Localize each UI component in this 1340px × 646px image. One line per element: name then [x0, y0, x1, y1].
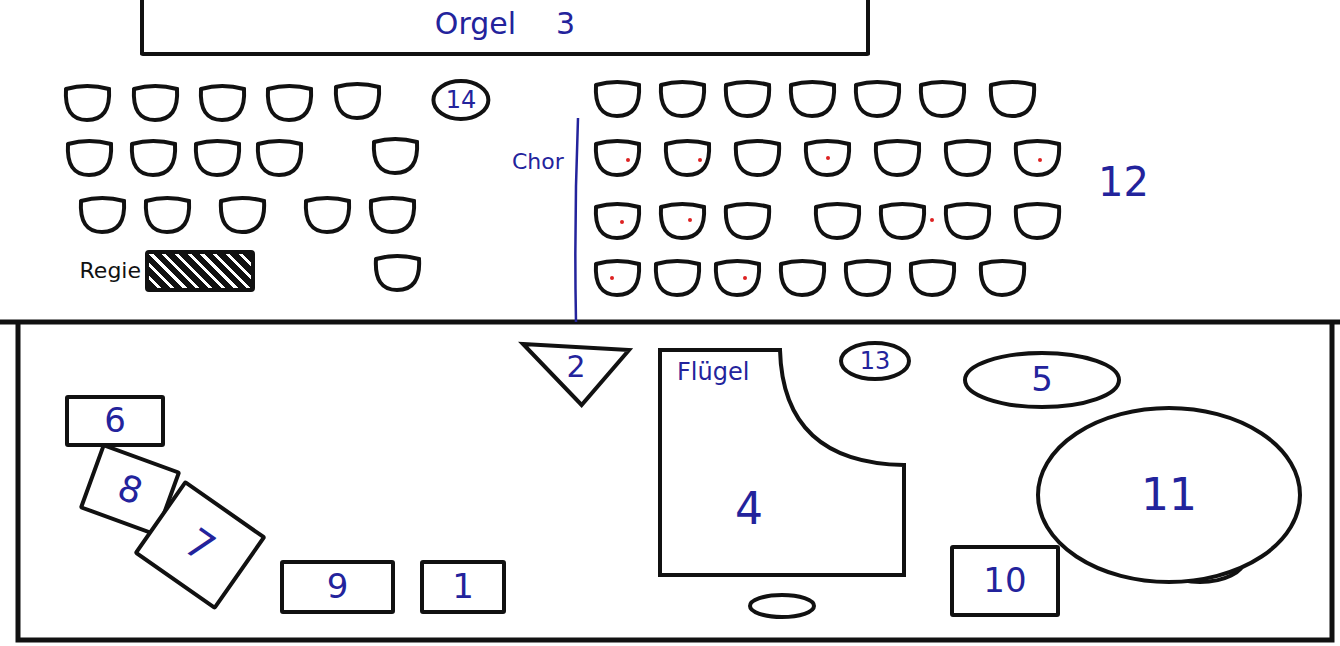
- callout-circle: 14: [430, 78, 492, 122]
- triangle-position: 2: [520, 340, 632, 408]
- callout-number: 5: [1031, 361, 1053, 398]
- callout-number: 2: [566, 350, 585, 383]
- callout-number: 8: [112, 467, 147, 512]
- position-box: 9: [280, 560, 395, 614]
- choir-label: Chor: [512, 150, 564, 174]
- callout-number: 1: [452, 568, 474, 605]
- callout-number: 3: [556, 7, 575, 40]
- position-box: 1: [420, 560, 506, 614]
- callout-number: 11: [1141, 471, 1197, 519]
- position-circle: 13: [838, 340, 912, 382]
- organ-box: Orgel 3: [140, 0, 870, 56]
- callout-number: 6: [104, 402, 126, 439]
- callout-number: Flügel: [677, 359, 749, 385]
- callout-number: 9: [327, 568, 349, 605]
- control-desk: Regie: [145, 250, 255, 292]
- position-circle: 11: [1035, 405, 1303, 585]
- callout-number: Orgel: [435, 7, 516, 40]
- callout-number: 4: [735, 485, 763, 533]
- chair-group: [596, 82, 1059, 295]
- callout-number: 12: [1098, 160, 1149, 204]
- callout-number: 13: [860, 348, 891, 374]
- position-box: 6: [65, 395, 165, 447]
- callout-number: 7: [177, 520, 223, 571]
- callout-number: Regie: [80, 259, 141, 283]
- position-box: 10: [950, 545, 1060, 617]
- callout-number: 10: [983, 562, 1026, 599]
- position-circle: 5: [962, 350, 1122, 410]
- callout-number: 14: [446, 87, 477, 113]
- chair-marks: [610, 156, 1042, 280]
